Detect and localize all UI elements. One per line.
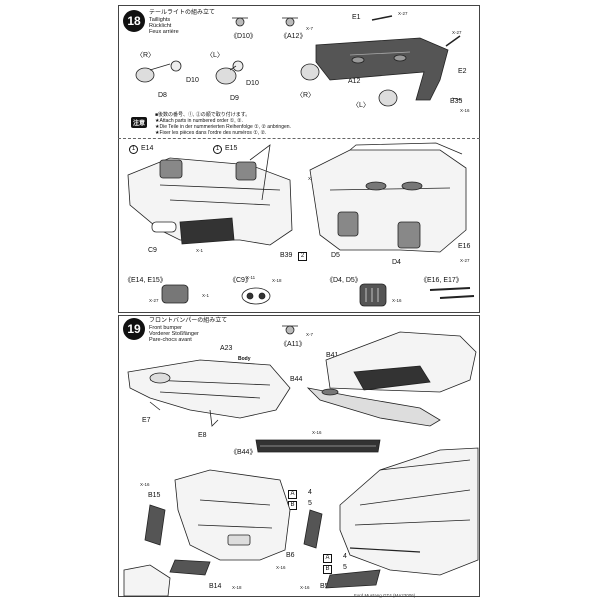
step-18-title-de: Rücklicht — [149, 23, 172, 29]
label-d10-b: D10 — [246, 80, 259, 87]
label-b14: B14 — [209, 583, 222, 590]
label-b5: B5 — [320, 583, 329, 590]
ref-num-4a: 4 — [308, 489, 312, 496]
callout-d4-d5: 《D4, D5》 — [326, 277, 362, 284]
label-b41: B41 — [326, 352, 339, 359]
part-callout-a12: 《A12》 — [280, 33, 307, 40]
label-b15: B15 — [148, 492, 161, 499]
callout-c9: 《C9》 — [229, 277, 252, 284]
note-jp: ■後数の番号、①, ②の順で取り付けます。 — [155, 112, 251, 118]
label-a12: A12 — [348, 78, 361, 85]
label-r-2: 〈R〉 — [296, 92, 316, 99]
x18-label-b: X-18 — [232, 585, 242, 590]
label-e2: E2 — [458, 68, 467, 75]
label-e7: E7 — [142, 417, 151, 424]
x27-label-a: X-27 — [398, 11, 408, 16]
step-19-title-en: Front bumper — [149, 325, 183, 331]
label-b39: B39 — [280, 252, 293, 259]
step-19-title-fr: Pare-chocs avant — [149, 337, 192, 343]
x1-label-b: X-1 — [202, 293, 210, 298]
label-r-1: 〈R〉 — [136, 52, 156, 59]
callout-b44: 《B44》 — [230, 449, 257, 456]
label-e16: E16 — [458, 243, 471, 250]
step-19-title-de: Vorderer Stoßfänger — [149, 331, 199, 337]
label-e1: E1 — [352, 14, 361, 21]
label-b35: B35 — [450, 98, 463, 105]
step-18-frame — [118, 5, 480, 313]
label-e14: E14 — [141, 145, 154, 152]
note-de: ★Die Teile in der nummerierten Reihenfol… — [155, 124, 291, 130]
label-a11: A11 — [347, 380, 359, 387]
step-19-frame — [118, 315, 480, 597]
step-18-title-fr: Feux arrière — [149, 29, 179, 35]
x27-label-f: X-27 — [149, 298, 159, 303]
label-d8: D8 — [158, 92, 167, 99]
note-divider — [118, 138, 480, 139]
x16-label-f: X-16 — [300, 585, 310, 590]
note-fr: ★Fixer les pièces dans l'ordre des numér… — [155, 130, 267, 136]
ref-box-b2: B — [323, 565, 332, 574]
x27-label-e: X-27 — [460, 258, 470, 263]
x11-label: X-11 — [246, 275, 256, 280]
ref-num-5b: 5 — [343, 564, 347, 571]
step-18-title-en: Taillights — [149, 17, 171, 23]
x27-label-b: X-27 — [452, 30, 462, 35]
x27-label-c: X-27 — [308, 176, 318, 181]
x27-label-d: X-27 — [376, 176, 386, 181]
step-19-badge: 19 — [123, 318, 145, 340]
x16-label-c: X-16 — [312, 430, 322, 435]
label-e15: E15 — [225, 145, 238, 152]
order-num-1a: 1 — [129, 145, 138, 154]
ref-box-a2: A — [323, 554, 332, 563]
ref-box-a1: A — [288, 490, 297, 499]
part-callout-d10: 《D10》 — [230, 33, 257, 40]
label-l-1: 〈L〉 — [206, 52, 224, 59]
x16-label-e: X-16 — [276, 565, 286, 570]
step-18-badge: 18 — [123, 10, 145, 32]
ref-num-5a: 5 — [308, 500, 312, 507]
x18-label-a: X-18 — [432, 386, 442, 391]
step-18-title-jp: テールライトの組み立て — [149, 10, 216, 16]
step-19-title-jp: フロントバンパーの組み立て — [149, 318, 228, 324]
x16-label-a: X-16 — [460, 108, 470, 113]
x16-label-d: X-16 — [140, 482, 150, 487]
ref-num-4b: 4 — [343, 553, 347, 560]
label-d5: D5 — [331, 252, 340, 259]
order-box-2: 2 — [298, 252, 307, 261]
label-d9: D9 — [230, 95, 239, 102]
label-e17: E17 — [320, 182, 333, 189]
note-en: ★Attach parts in numbered order ①, ②. — [155, 118, 243, 124]
label-b44: B44 — [290, 376, 303, 383]
label-d4: D4 — [392, 259, 401, 266]
label-b6: B6 — [286, 552, 295, 559]
label-c9: C9 — [148, 247, 157, 254]
caution-badge: 注意 — [131, 117, 148, 128]
label-e8: E8 — [198, 432, 207, 439]
label-d10-a: D10 — [186, 77, 199, 84]
x16-label-b: X-16 — [392, 298, 402, 303]
x1-label: X-1 — [196, 248, 204, 253]
part-callout-a11: 《A11》 — [280, 341, 306, 348]
order-num-1b: 1 — [213, 145, 222, 154]
x18-label: X-18 — [272, 278, 282, 283]
label-a23: A23 — [220, 345, 233, 352]
x7-label: X-7 — [306, 26, 314, 31]
ref-box-b1: B — [288, 501, 297, 510]
callout-e16-e17: 《E16, E17》 — [420, 277, 463, 284]
callout-e14-e15: 《E14, E15》 — [124, 277, 167, 284]
x7-label-19: X-7 — [306, 332, 314, 337]
body-color-label: Body color — [238, 356, 251, 369]
label-l-2: 〈L〉 — [352, 102, 370, 109]
footer-model: Ford Mustang GT4 (MA23006) — [354, 593, 416, 598]
